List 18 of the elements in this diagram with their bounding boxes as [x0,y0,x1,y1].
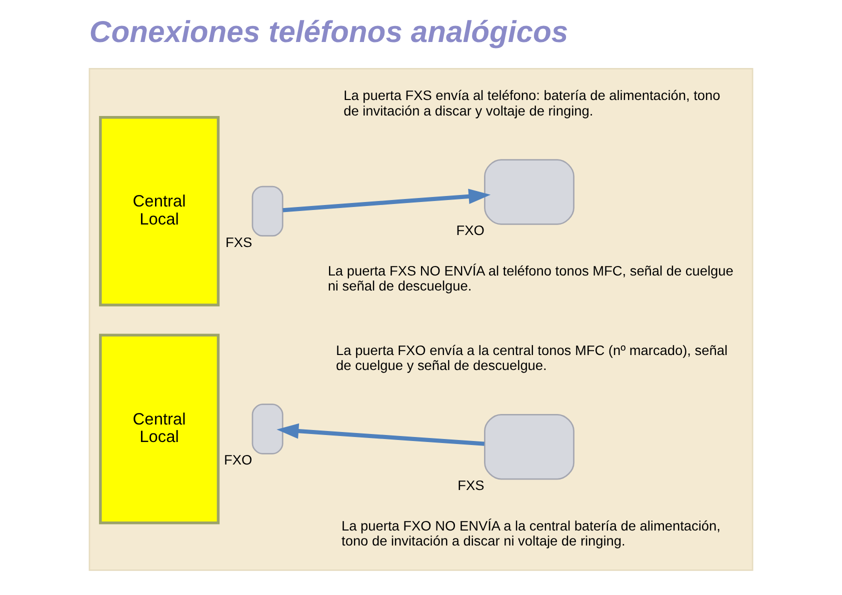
label: La puerta FXO NO ENVÍA a la central batería de alimentación, tono de invitación a discar ni voltaje de ringing. [342,518,720,548]
node-box: Central Local [99,334,220,524]
diagram-title: Conexiones teléfonos analógicos [89,16,568,50]
node-label: FXS [458,478,484,493]
node-label: FXO [456,223,484,238]
cluster [88,68,754,571]
node-box [484,414,574,480]
node-label: FXO [224,452,252,468]
node-box: Central Local [99,116,220,306]
arrow [282,188,491,212]
node-box [252,186,284,237]
arrow [276,423,485,446]
label: La puerta FXO envía a la central tonos MFC (nº marcado), señal de cuelgue y señal de descuelgue. [336,343,728,374]
node-box [484,159,574,225]
label: La puerta FXS NO ENVÍA al teléfono tonos MFC, señal de cuelgue ni señal de descuelgue. [328,264,734,294]
node-box [252,404,284,454]
label: La puerta FXS envía al teléfono: batería de alimentación, tono de invitación a discar y voltaje de ringing. [344,88,720,118]
node-label: FXS [225,234,252,250]
